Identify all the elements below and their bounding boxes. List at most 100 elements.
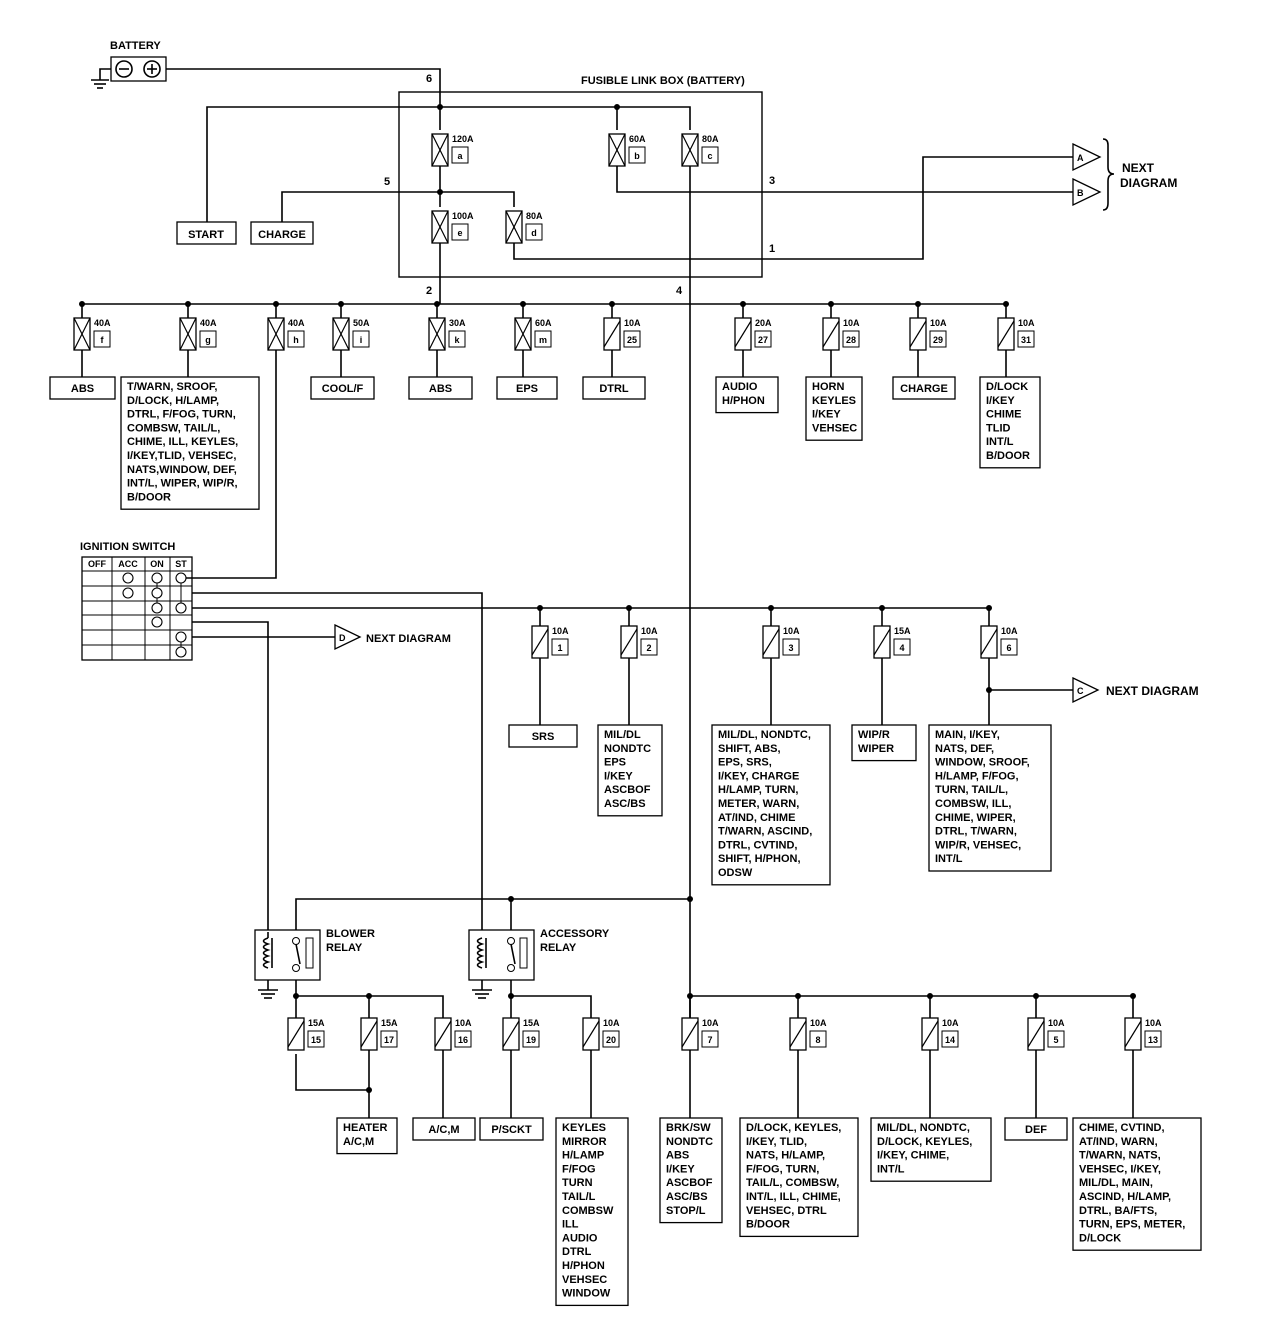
- fuse-14-rating: 10A: [942, 1018, 959, 1028]
- load-25: DTRL: [582, 376, 646, 400]
- load-3-line-4: H/LAMP, TURN,: [718, 784, 798, 796]
- fuse-8-rating: 10A: [810, 1018, 827, 1028]
- load-6-line-7: DTRL, T/WARN,: [935, 826, 1017, 838]
- fusible-link-c-id: c: [707, 151, 712, 161]
- next-diagram-c-label: NEXT DIAGRAM: [1106, 684, 1199, 698]
- fuse-8: 10A 8: [789, 1017, 827, 1051]
- fuse-19-id: 19: [526, 1035, 536, 1045]
- load-28-line-2: I/KEY: [812, 409, 841, 421]
- fuse-15-rating: 15A: [308, 1018, 325, 1028]
- load-8-line-3: F/FOG, TURN,: [746, 1163, 819, 1175]
- fuse-5-id: 5: [1053, 1035, 1058, 1045]
- load-13-line-5: ASCIND, H/LAMP,: [1079, 1191, 1171, 1203]
- fuse-20-id: 20: [606, 1035, 616, 1045]
- next-diagram-d-label: NEXT DIAGRAM: [366, 633, 451, 645]
- load-13-line-7: TURN, EPS, METER,: [1079, 1219, 1185, 1231]
- load-31-line-4: INT/L: [986, 436, 1014, 448]
- load-g-line-6: NATS,WINDOW, DEF,: [127, 464, 237, 476]
- load-3-line-2: EPS, SRS,: [718, 757, 772, 769]
- load-20-line-9: DTRL: [562, 1246, 592, 1258]
- load-g-line-3: COMBSW, TAIL/L,: [127, 422, 220, 434]
- load-g-line-4: CHIME, ILL, KEYLES,: [127, 436, 238, 448]
- load-g-line-5: I/KEY,TLID, VEHSEC,: [127, 450, 236, 462]
- load-k-line-0: ABS: [429, 383, 452, 395]
- row3-buses: [293, 993, 1133, 1093]
- fuse-20-rating: 10A: [603, 1018, 620, 1028]
- load-20-line-8: AUDIO: [562, 1232, 598, 1244]
- load-f: ABS: [49, 376, 116, 400]
- fuse-17-rating: 15A: [381, 1018, 398, 1028]
- load-19-line-0: P/SCKT: [491, 1124, 532, 1136]
- load-6-line-3: H/LAMP, F/FOG,: [935, 770, 1019, 782]
- load-28-line-3: VEHSEC: [812, 422, 857, 434]
- wire-number-5: 5: [384, 176, 390, 188]
- load-14-line-2: I/KEY, CHIME,: [877, 1150, 949, 1162]
- ignition-wiring: D NEXT DIAGRAM: [186, 322, 990, 955]
- load-15-line-0: HEATER: [343, 1122, 387, 1134]
- load-13-line-3: VEHSEC, I/KEY,: [1079, 1163, 1161, 1175]
- fusible-link-d-id: d: [531, 228, 537, 238]
- fuse-29-rating: 10A: [930, 318, 947, 328]
- fusible-link-a-id: a: [457, 151, 463, 161]
- load-1-line-0: SRS: [532, 731, 555, 743]
- fuse-20: 10A 20: [582, 1017, 620, 1051]
- blower-relay-label-2: RELAY: [326, 942, 363, 954]
- ign-header-off: OFF: [88, 559, 106, 569]
- fuse-i-rating: 50A: [353, 318, 370, 328]
- accessory-relay-label-2: RELAY: [540, 942, 577, 954]
- load-15-line-1: A/C,M: [343, 1136, 374, 1148]
- load-3-line-10: ODSW: [718, 867, 753, 879]
- next-diagram-ab: A B NEXT DIAGRAM: [1072, 138, 1177, 211]
- load-3-line-9: SHIFT, H/PHON,: [718, 853, 801, 865]
- load-8-line-7: B/DOOR: [746, 1219, 790, 1231]
- fusible-link-b-rating: 60A: [629, 134, 646, 144]
- fuse-13-id: 13: [1148, 1035, 1158, 1045]
- load-2-line-4: ASCBOF: [604, 784, 651, 796]
- next-diagram-ab-line2: DIAGRAM: [1120, 176, 1177, 190]
- load-1: SRS: [508, 724, 578, 748]
- load-13-line-0: CHIME, CVTIND,: [1079, 1122, 1165, 1134]
- fuse-28-rating: 10A: [843, 318, 860, 328]
- load-5-line-0: DEF: [1025, 1124, 1047, 1136]
- ignition-switch: IGNITION SWITCH OFF ACC ON ST: [80, 541, 193, 661]
- load-f-line-0: ABS: [71, 383, 94, 395]
- fusible-link-a-rating: 120A: [452, 134, 474, 144]
- connector-c-label: C: [1077, 686, 1084, 696]
- load-6-line-6: CHIME, WIPER,: [935, 812, 1016, 824]
- fuse-8-id: 8: [815, 1035, 820, 1045]
- fuse-25-rating: 10A: [624, 318, 641, 328]
- top-wiring: 6 5 3 1 2 4: [166, 68, 1073, 1018]
- wire-number-6: 6: [426, 73, 432, 85]
- battery-label: BATTERY: [110, 40, 161, 52]
- accessory-relay: ACCESSORY RELAY: [468, 928, 610, 999]
- fuse-2-id: 2: [646, 643, 651, 653]
- load-g: T/WARN, SROOF,D/LOCK, H/LAMP,DTRL, F/FOG…: [120, 376, 260, 510]
- load-3: MIL/DL, NONDTC,SHIFT, ABS,EPS, SRS,I/KEY…: [711, 724, 831, 886]
- load-g-line-8: B/DOOR: [127, 491, 171, 503]
- load-charge-top: CHARGE: [250, 221, 314, 245]
- load-2-line-1: NONDTC: [604, 743, 651, 755]
- load-13-line-8: D/LOCK: [1079, 1232, 1121, 1244]
- fuse-17-id: 17: [384, 1035, 394, 1045]
- fuse-f-id: f: [101, 335, 105, 345]
- load-2-line-0: MIL/DL: [604, 729, 641, 741]
- wire-number-1: 1: [769, 243, 775, 255]
- fuse-m-id: m: [539, 335, 547, 345]
- load-20-line-2: H/LAMP: [562, 1150, 604, 1162]
- ignition-switch-title: IGNITION SWITCH: [80, 541, 175, 553]
- fuse-16-id: 16: [458, 1035, 468, 1045]
- fuse-7-id: 7: [707, 1035, 712, 1045]
- load-13-line-6: DTRL, BA/FTS,: [1079, 1205, 1157, 1217]
- load-8-line-1: I/KEY, TLID,: [746, 1136, 807, 1148]
